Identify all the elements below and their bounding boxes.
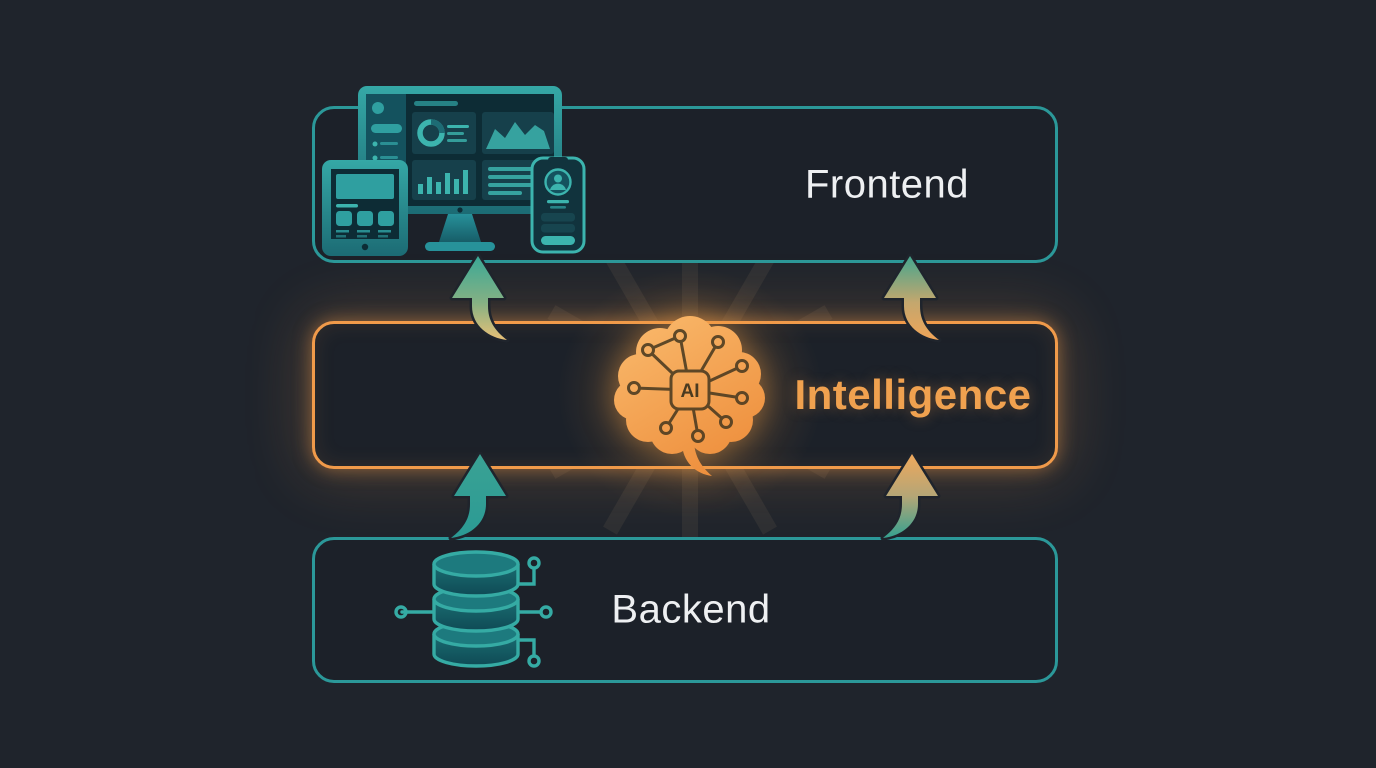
arrow-backend-to-intelligence-right: [880, 452, 941, 541]
ai-chip-label: AI: [681, 381, 700, 402]
arrow-intelligence-to-frontend-left: [449, 254, 510, 343]
phone-icon: [530, 156, 586, 254]
ai-brain-icon: AI: [614, 316, 765, 476]
backend-label: Backend: [611, 587, 771, 632]
monitor-icon: [358, 86, 562, 251]
frontend-label: Frontend: [804, 162, 970, 206]
arrow-backend-to-intelligence-left: [448, 452, 509, 541]
devices-illustration-icon: [322, 86, 586, 256]
tablet-icon: [322, 160, 408, 256]
intelligence-label: Intelligence: [794, 371, 1032, 418]
database-icon: [394, 550, 553, 668]
arrow-intelligence-to-frontend-right: [881, 254, 942, 343]
